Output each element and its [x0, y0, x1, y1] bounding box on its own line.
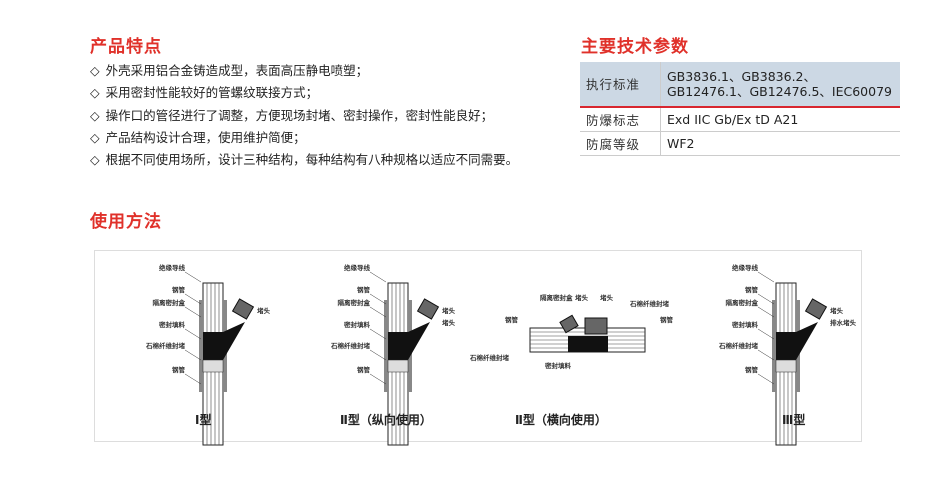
diagram-label: 密封填料 — [159, 320, 186, 329]
leader-line — [757, 306, 775, 318]
steel-pipe — [384, 300, 388, 392]
plug — [559, 314, 579, 334]
diagram-label: 隔离密封盒 — [540, 293, 573, 302]
leader-line — [184, 293, 202, 305]
diagram-label: 堵头 — [442, 306, 456, 315]
diamond-icon: ◇ — [90, 85, 100, 101]
diagram-label: 绝缘导线 — [732, 263, 759, 272]
leader-line — [757, 349, 775, 361]
leader-line — [184, 271, 202, 283]
plug — [584, 317, 608, 335]
diagram-label: 绝缘导线 — [159, 263, 186, 272]
diagram-label: 堵头 — [600, 293, 614, 302]
asbestos-seal — [775, 359, 797, 373]
leader-line — [757, 293, 775, 305]
sealing-filler — [203, 322, 245, 360]
leader-line — [757, 373, 775, 385]
steel-pipe — [199, 300, 203, 392]
diagram-label: 钢管 — [505, 315, 519, 324]
diamond-icon: ◇ — [90, 152, 100, 168]
diagram-label: 密封填料 — [732, 320, 759, 329]
leader-line — [757, 271, 775, 283]
plug — [416, 298, 440, 320]
diagram-label: 堵头 — [575, 293, 589, 302]
leader-line — [369, 373, 387, 385]
diagram-label: 钢管 — [660, 315, 674, 324]
diagram-label: 钢管 — [745, 365, 759, 374]
leader-line — [757, 328, 775, 340]
diagram-label: 隔离密封盒 — [153, 298, 186, 307]
diagram-label: 排水堵头 — [830, 318, 857, 327]
plug — [804, 298, 828, 320]
asbestos-seal — [387, 359, 409, 373]
diagram-label: 石棉纤维封堵 — [718, 341, 759, 350]
list-item: ◇操作口的管径进行了调整，方便现场封堵、密封操作，密封性能良好； — [90, 105, 518, 127]
caption-type-3: Ⅲ型 — [782, 413, 806, 427]
diagram-label: 密封填料 — [344, 320, 371, 329]
diagram-label: 绝缘导线 — [344, 263, 371, 272]
diamond-icon: ◇ — [90, 107, 100, 123]
diagram-label: 钢管 — [745, 285, 759, 294]
diagram-label: 钢管 — [357, 365, 371, 374]
list-item: ◇外壳采用铝合金铸造成型，表面高压静电喷塑； — [90, 60, 518, 82]
sealing-filler — [568, 336, 608, 352]
diagram-label: 钢管 — [172, 285, 186, 294]
leader-line — [184, 328, 202, 340]
sealing-filler — [388, 322, 430, 360]
asbestos-seal — [202, 359, 224, 373]
diagram-label: 石棉纤维封堵 — [145, 341, 186, 350]
leader-line — [184, 373, 202, 385]
leader-line — [369, 271, 387, 283]
leader-line — [369, 293, 387, 305]
diagram-label: 堵头 — [257, 306, 271, 315]
diagram-label: 石棉纤维封堵 — [330, 341, 371, 350]
features-title: 产品特点 — [90, 37, 162, 57]
steel-pipe — [772, 300, 776, 392]
diagram-label: 密封填料 — [545, 361, 572, 370]
plug — [231, 298, 255, 320]
diagram-label: 堵头 — [442, 318, 456, 327]
diagram-label: 钢管 — [357, 285, 371, 294]
diagram-label: 钢管 — [172, 365, 186, 374]
leader-line — [369, 349, 387, 361]
params-title: 主要技术参数 — [581, 37, 689, 57]
diamond-icon: ◇ — [90, 129, 100, 145]
usage-title: 使用方法 — [90, 212, 162, 232]
list-item: ◇采用密封性能较好的管螺纹联接方式； — [90, 82, 518, 104]
diagram-label: 石棉纤维封堵 — [629, 299, 670, 308]
diagram-label: 石棉纤维封堵 — [469, 353, 510, 362]
leader-line — [184, 306, 202, 318]
diagram-frame — [94, 250, 862, 442]
sealing-filler — [776, 322, 818, 360]
leader-line — [369, 306, 387, 318]
list-item: ◇根据不同使用场所，设计三种结构，每种结构有八种规格以适应不同需要。 — [90, 149, 518, 171]
leader-line — [184, 349, 202, 361]
leader-line — [369, 328, 387, 340]
list-item: ◇产品结构设计合理，使用维护简便； — [90, 127, 518, 149]
caption-type-2-horizontal: Ⅱ型（横向使用） — [515, 413, 607, 427]
caption-type-2-vertical: Ⅱ型（纵向使用） — [340, 413, 432, 427]
features-list: ◇外壳采用铝合金铸造成型，表面高压静电喷塑； ◇采用密封性能较好的管螺纹联接方式… — [90, 60, 518, 171]
diamond-icon: ◇ — [90, 63, 100, 78]
diagram-label: 隔离密封盒 — [726, 298, 759, 307]
caption-type-1: Ⅰ型 — [195, 413, 212, 427]
diagram-label: 隔离密封盒 — [338, 298, 371, 307]
diagram-label: 堵头 — [830, 306, 844, 315]
